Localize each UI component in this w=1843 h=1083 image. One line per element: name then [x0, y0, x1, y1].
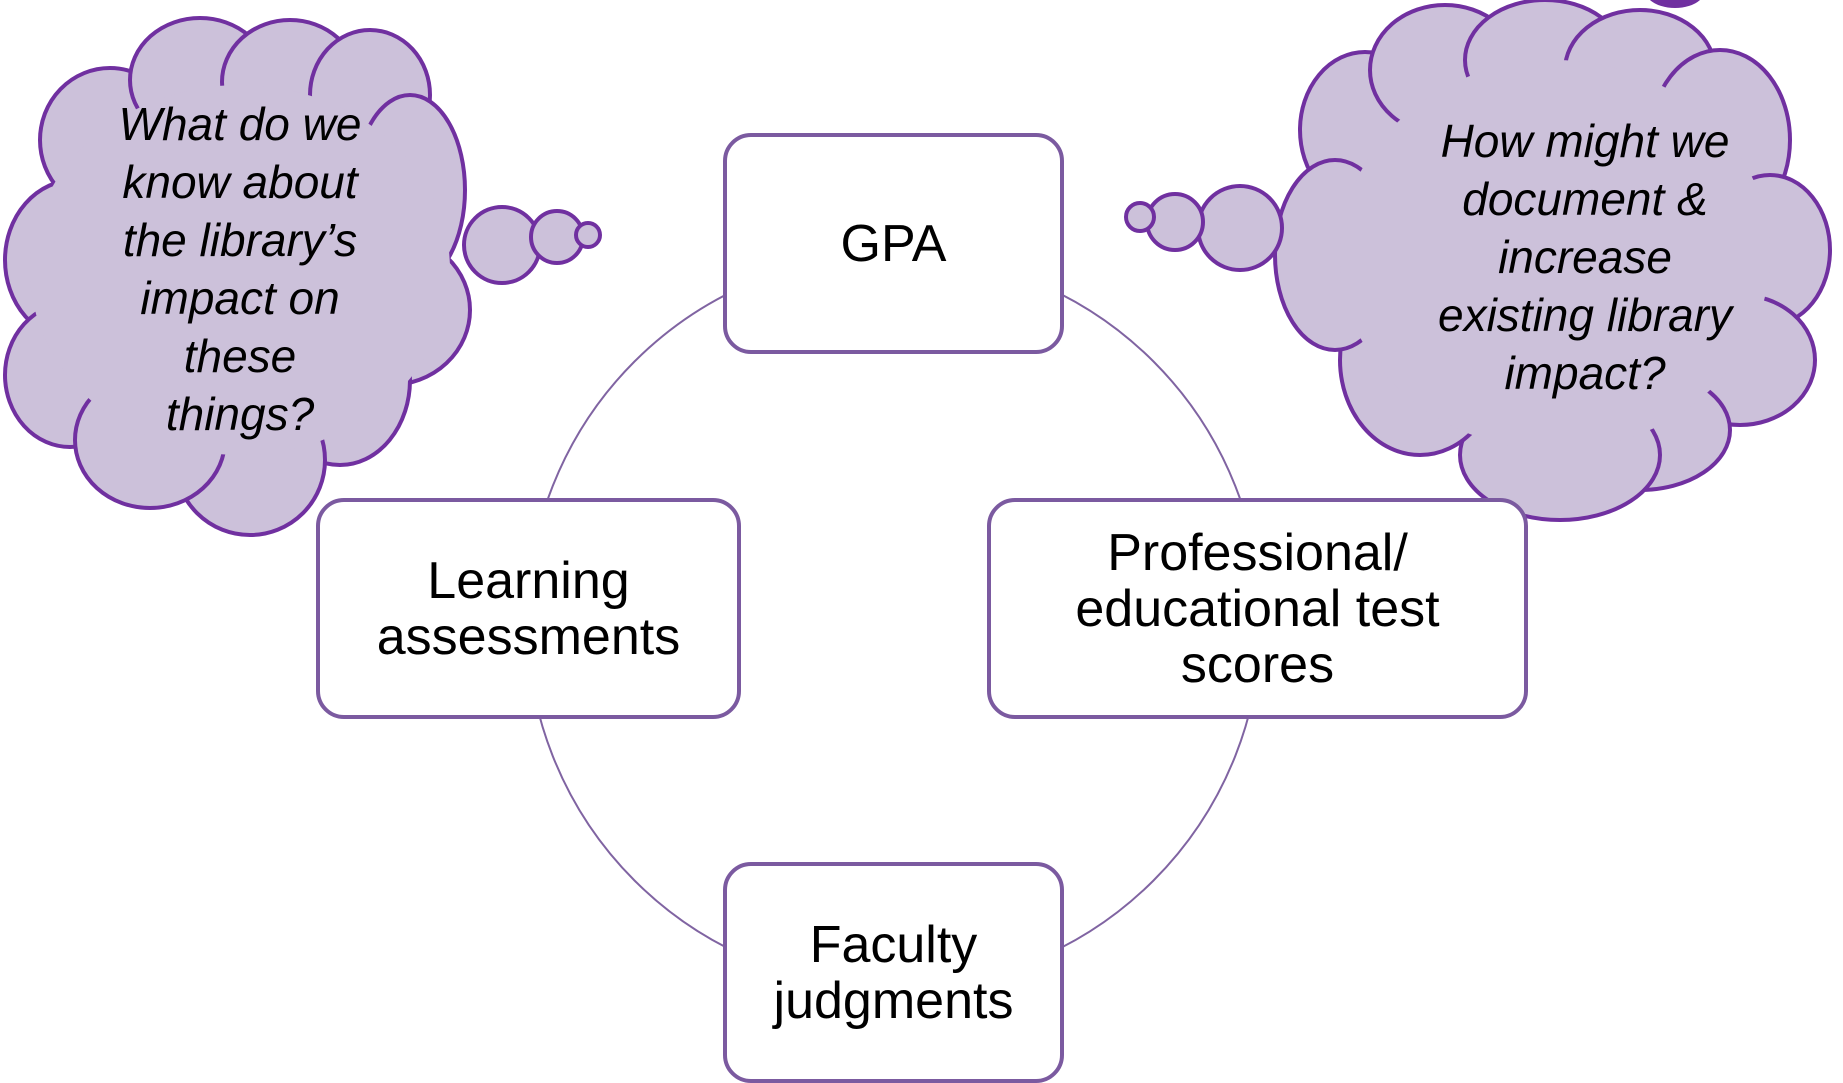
node-learning-line-2: assessments — [376, 607, 681, 666]
node-test-scores-line-1: Professional/ — [1107, 523, 1408, 582]
thought-dot-right-medium — [1145, 192, 1205, 252]
thought-right-line: increase — [1498, 231, 1672, 283]
thought-left-line: What do we — [118, 98, 362, 150]
thought-right-line: impact? — [1504, 347, 1666, 399]
thought-right-line: existing library — [1438, 289, 1732, 341]
thought-dot-right-large — [1196, 184, 1284, 272]
node-faculty-line-1: Faculty — [809, 915, 978, 974]
node-learning-assessments: Learning assessments — [316, 498, 741, 719]
thought-cloud-left — [3, 16, 472, 537]
node-test-scores-line-2: educational test — [1075, 579, 1440, 638]
thought-dot-left-small — [574, 221, 602, 249]
thought-left-line: the library’s — [122, 214, 358, 266]
node-test-scores-line-3: scores — [1180, 635, 1335, 694]
node-test-scores: Professional/ educational test scores — [987, 498, 1528, 719]
node-faculty-line-2: judgments — [773, 971, 1014, 1030]
node-faculty-label: Faculty judgments — [774, 917, 1014, 1029]
thought-right-line: How might we — [1440, 115, 1730, 167]
thought-text-left: What do we know about the library’s impa… — [60, 95, 420, 443]
node-learning-label: Learning assessments — [377, 553, 680, 665]
thought-left-line: know about — [122, 156, 358, 208]
thought-right-line: document & — [1462, 173, 1708, 225]
node-faculty-judgments: Faculty judgments — [723, 862, 1064, 1083]
thought-dot-left-large — [462, 205, 542, 285]
node-test-scores-label: Professional/ educational test scores — [1075, 525, 1439, 693]
thought-left-line: impact on — [140, 272, 340, 324]
node-learning-line-1: Learning — [427, 551, 630, 610]
thought-left-line: these — [183, 330, 297, 382]
thought-left-line: things? — [165, 388, 315, 440]
accent-arc — [1650, 0, 1700, 9]
thought-dot-right-small — [1124, 201, 1156, 233]
thought-cloud-right — [1273, 0, 1832, 522]
node-gpa-label: GPA — [840, 214, 947, 273]
thought-text-right: How might we document & increase existin… — [1395, 112, 1775, 402]
node-gpa: GPA — [723, 133, 1064, 354]
